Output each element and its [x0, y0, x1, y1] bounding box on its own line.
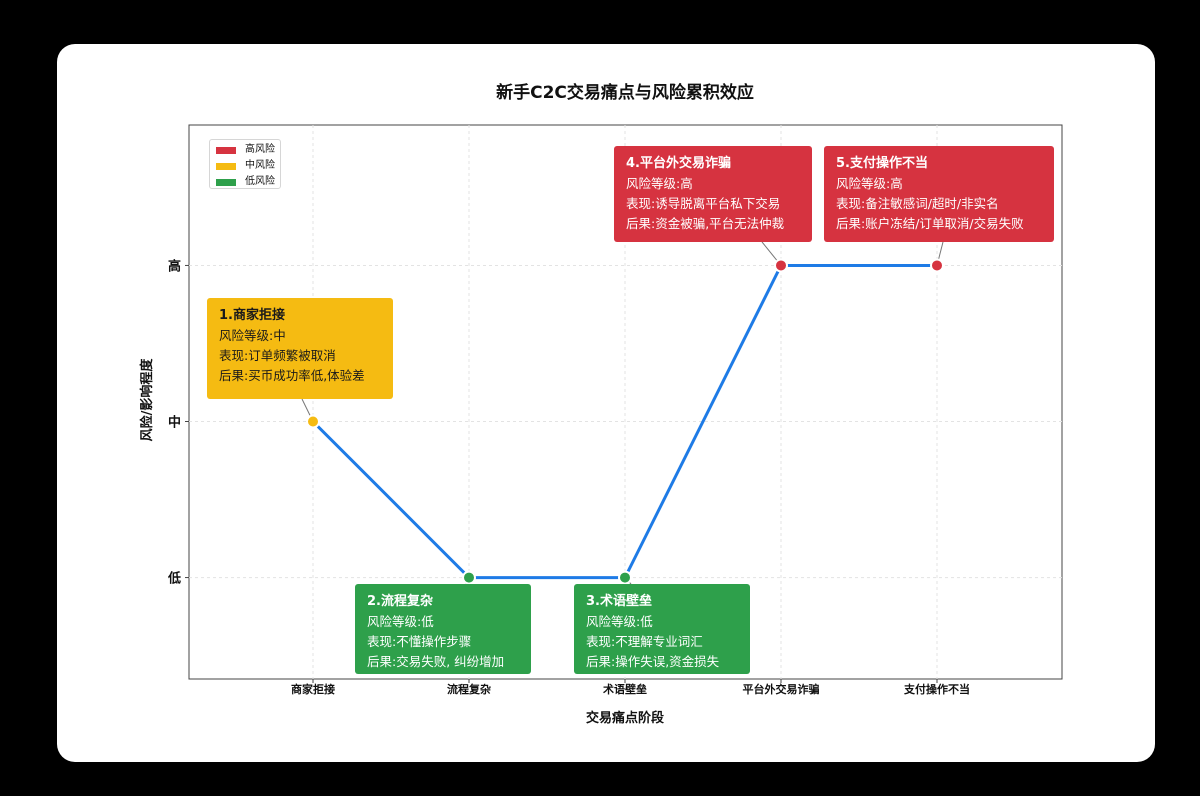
annotation-line: 表现:诱导脱离平台私下交易	[626, 196, 781, 211]
data-point	[774, 258, 788, 273]
x-tick-label: 商家拒接	[291, 682, 335, 696]
annotation-title: 3.术语壁垒	[586, 594, 652, 609]
legend-item-low: 低风险	[216, 174, 280, 190]
annotation-line: 后果:账户冻结/订单取消/交易失败	[836, 216, 1024, 231]
annotation-line: 表现:备注敏感词/超时/非实名	[836, 196, 999, 211]
data-point	[306, 414, 320, 429]
y-tick-label: 低	[167, 571, 181, 587]
annotation-line: 表现:不懂操作步骤	[367, 634, 472, 649]
chart-title: 新手C2C交易痛点与风险累积效应	[496, 82, 754, 103]
x-tick-label: 流程复杂	[447, 682, 491, 696]
y-ticks: 低中高	[167, 258, 189, 587]
data-point	[618, 570, 632, 585]
annotation-box-1: 1.商家拒接 风险等级:中 表现:订单频繁被取消 后果:买币成功率低,体验差	[207, 298, 393, 399]
y-tick-label: 中	[168, 415, 181, 431]
annotation-title: 2.流程复杂	[367, 594, 433, 609]
x-tick-label: 支付操作不当	[903, 682, 970, 696]
annotation-box-3: 3.术语壁垒 风险等级:低 表现:不理解专业词汇 后果:操作失误,资金损失	[574, 584, 750, 674]
annotation-title: 5.支付操作不当	[836, 156, 928, 171]
annotation-line: 表现:不理解专业词汇	[586, 634, 703, 649]
x-axis-label: 交易痛点阶段	[586, 710, 664, 726]
legend-label-low: 低风险	[245, 176, 275, 187]
annotation-line: 风险等级:高	[836, 176, 903, 191]
legend-label-high: 高风险	[245, 144, 275, 155]
annotation-line: 后果:资金被骗,平台无法仲裁	[626, 216, 785, 231]
legend-label-medium: 中风险	[245, 160, 275, 171]
annotation-line: 后果:买币成功率低,体验差	[219, 368, 365, 383]
annotation-line: 表现:订单频繁被取消	[219, 348, 336, 363]
annotation-line: 风险等级:低	[586, 614, 653, 629]
annotation-box-2: 2.流程复杂 风险等级:低 表现:不懂操作步骤 后果:交易失败, 纠纷增加	[355, 584, 531, 674]
annotation-title: 1.商家拒接	[219, 308, 285, 323]
legend-swatch-low	[216, 178, 236, 186]
x-tick-label: 术语壁垒	[602, 682, 647, 696]
annotation-line: 风险等级:中	[219, 328, 286, 343]
annotation-line: 后果:交易失败, 纠纷增加	[367, 654, 505, 669]
annotation-title: 4.平台外交易诈骗	[626, 156, 731, 171]
x-ticks: 商家拒接 流程复杂 术语壁垒 平台外交易诈骗 支付操作不当	[291, 679, 970, 696]
annotation-line: 风险等级:高	[626, 176, 693, 191]
annotation-box-5: 5.支付操作不当 风险等级:高 表现:备注敏感词/超时/非实名 后果:账户冻结/…	[824, 146, 1054, 242]
y-tick-label: 高	[168, 258, 181, 274]
data-point	[930, 258, 944, 273]
x-tick-label: 平台外交易诈骗	[743, 682, 820, 696]
annotation-line: 后果:操作失误,资金损失	[586, 654, 720, 669]
legend-swatch-high	[216, 146, 236, 154]
y-axis-label: 风险/影响程度	[139, 358, 155, 442]
legend-item-medium: 中风险	[216, 158, 280, 174]
data-points	[306, 258, 944, 585]
legend: 高风险 中风险 低风险	[209, 139, 281, 189]
legend-swatch-medium	[216, 162, 236, 170]
annotation-connectors	[301, 241, 944, 585]
annotation-box-4: 4.平台外交易诈骗 风险等级:高 表现:诱导脱离平台私下交易 后果:资金被骗,平…	[614, 146, 812, 242]
data-point	[462, 570, 476, 585]
legend-item-high: 高风险	[216, 142, 280, 158]
annotation-line: 风险等级:低	[367, 614, 434, 629]
